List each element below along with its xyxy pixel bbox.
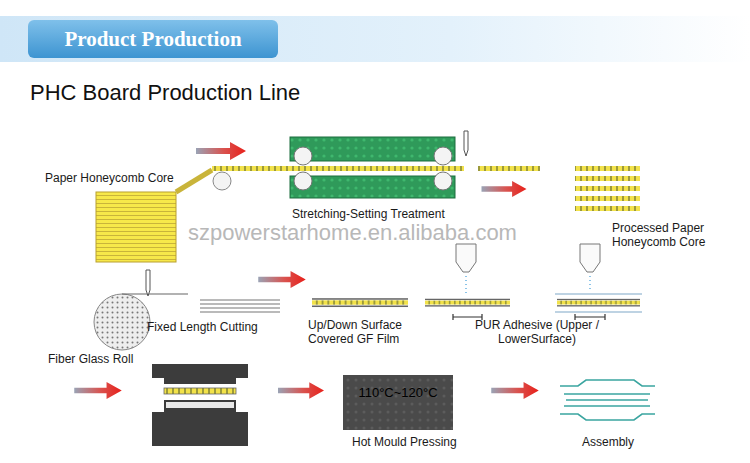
stage-label: Stretching-Setting Treatment <box>292 207 445 221</box>
cut-film-stack <box>200 300 280 312</box>
node-text: Product Production <box>64 27 241 52</box>
glue-nozzle <box>580 244 600 292</box>
core-strip <box>212 166 464 171</box>
cutter-blade <box>464 131 468 156</box>
assembly-layers <box>560 380 655 420</box>
flow-arrow <box>482 181 527 197</box>
stage-label: Processed Paper Honeycomb Core <box>612 221 717 249</box>
diagram-title: PHC Board Production Line <box>30 80 300 106</box>
banner-heading: Product Production <box>28 20 278 58</box>
feed-strip <box>176 170 212 192</box>
stage-label: Fixed Length Cutting <box>147 320 258 334</box>
press-top <box>290 137 455 161</box>
banner-band <box>0 16 750 62</box>
glue-nozzle <box>456 244 476 296</box>
layered-core <box>555 294 642 312</box>
press-mould <box>152 364 248 446</box>
covered-core <box>312 298 408 307</box>
mould-temperature: 110°C~120°C <box>343 375 453 409</box>
banner-badge <box>28 20 278 58</box>
cut-piece <box>478 166 540 171</box>
flow-arrow <box>74 382 122 399</box>
flow-arrow <box>196 142 246 160</box>
cutter-blade <box>146 270 150 296</box>
flow-arrow <box>278 382 324 399</box>
glued-core <box>425 299 510 307</box>
flow-arrow <box>491 382 539 399</box>
press-bottom <box>290 176 455 198</box>
stage-label: PUR Adhesive (Upper / LowerSurface) <box>462 318 612 346</box>
processed-stack <box>575 166 640 211</box>
node-text: 110°C~120°C <box>358 385 437 400</box>
stage-label: Fiber Glass Roll <box>48 352 133 366</box>
glass-film <box>122 293 188 294</box>
watermark: szpowerstarhome.en.alibaba.com <box>188 220 517 246</box>
flow-arrow <box>258 271 306 288</box>
fiber-glass-roll <box>94 294 150 350</box>
honeycomb-block <box>96 192 176 262</box>
guide-roller <box>213 172 231 190</box>
stage-label: Up/Down Surface Covered GF Film <box>308 318 420 346</box>
hot-mould-block <box>343 375 453 430</box>
press-rollers <box>294 147 452 190</box>
stage-label: Hot Mould Pressing <box>352 435 457 449</box>
stage-label: Assembly <box>582 435 634 449</box>
stage-label: Paper Honeycomb Core <box>45 171 174 185</box>
